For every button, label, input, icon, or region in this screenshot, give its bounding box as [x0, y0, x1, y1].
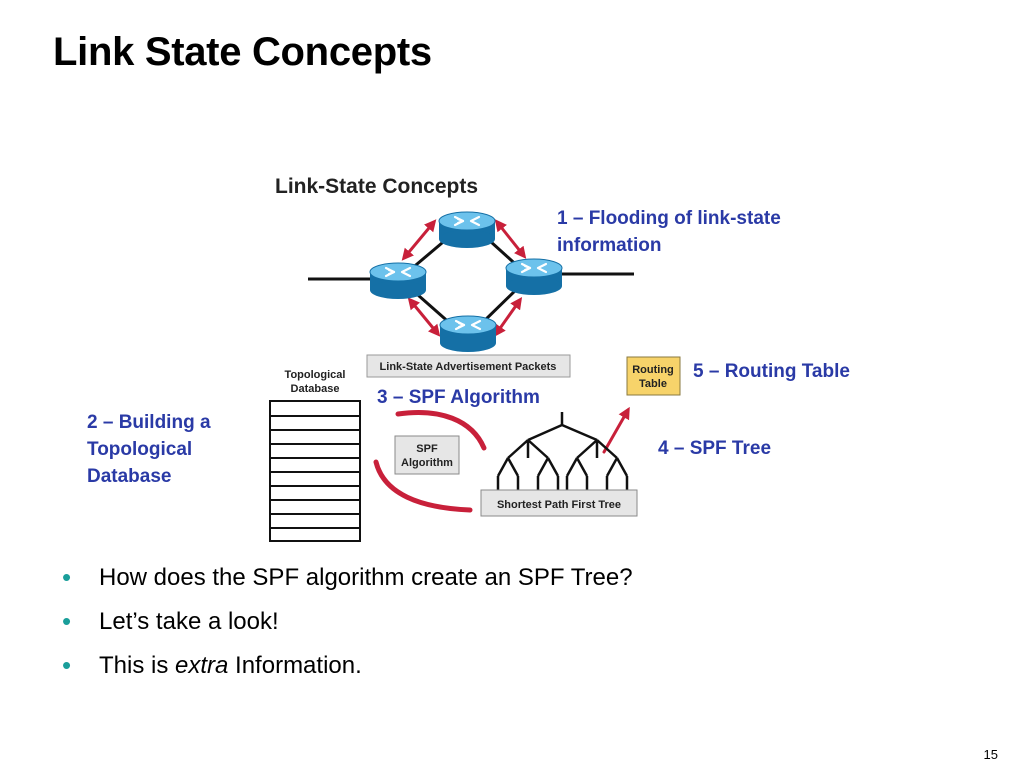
bullet-item: • Let’s take a look!: [62, 606, 279, 636]
spf-tree: [496, 412, 629, 490]
svg-text:Database: Database: [291, 383, 340, 395]
router-icon: [504, 257, 564, 297]
bullet-item: • How does the SPF algorithm create an S…: [62, 562, 633, 592]
spf-process-arrows: [373, 406, 630, 513]
bullet-icon: •: [62, 606, 72, 636]
spf-algorithm-box: SPF Algorithm: [394, 435, 460, 475]
svg-text:Shortest Path First Tree: Shortest Path First Tree: [497, 499, 621, 511]
emphasis-text: extra: [175, 652, 229, 679]
svg-text:Algorithm: Algorithm: [401, 457, 453, 469]
router-icon: [438, 314, 498, 354]
page-number: 15: [983, 747, 998, 762]
svg-text:SPF: SPF: [416, 443, 438, 455]
bullet-icon: •: [62, 562, 72, 592]
flooding-arrows: [401, 219, 527, 337]
annotation-building-database: 2 – Building a Topological Database: [87, 412, 211, 487]
lsa-packets-label: Link-State Advertisement Packets: [366, 354, 571, 378]
annotation-spf-algorithm: 3 – SPF Algorithm: [377, 387, 540, 408]
routing-table-box: Routing Table: [626, 356, 681, 396]
svg-text:Link-State Advertisement Packe: Link-State Advertisement Packets: [380, 361, 557, 373]
topological-database: Topological Database: [269, 369, 361, 542]
bullet-item: • This is extra Information.: [62, 650, 362, 680]
annotation-spf-tree: 4 – SPF Tree: [658, 438, 772, 459]
diagram-heading: Link-State Concepts: [275, 175, 478, 198]
annotation-flooding: 1 – Flooding of link-state information: [557, 208, 781, 256]
bullet-icon: •: [62, 650, 72, 680]
spf-tree-label: Shortest Path First Tree: [480, 489, 638, 517]
svg-text:Topological: Topological: [285, 369, 346, 381]
svg-text:Table: Table: [639, 378, 667, 390]
router-icon: [437, 210, 497, 250]
router-icon: [368, 261, 428, 301]
annotation-routing-table: 5 – Routing Table: [693, 361, 850, 382]
slide-title: Link State Concepts: [53, 30, 432, 74]
bullet-list: • How does the SPF algorithm create an S…: [62, 562, 633, 694]
svg-text:Routing: Routing: [632, 364, 674, 376]
